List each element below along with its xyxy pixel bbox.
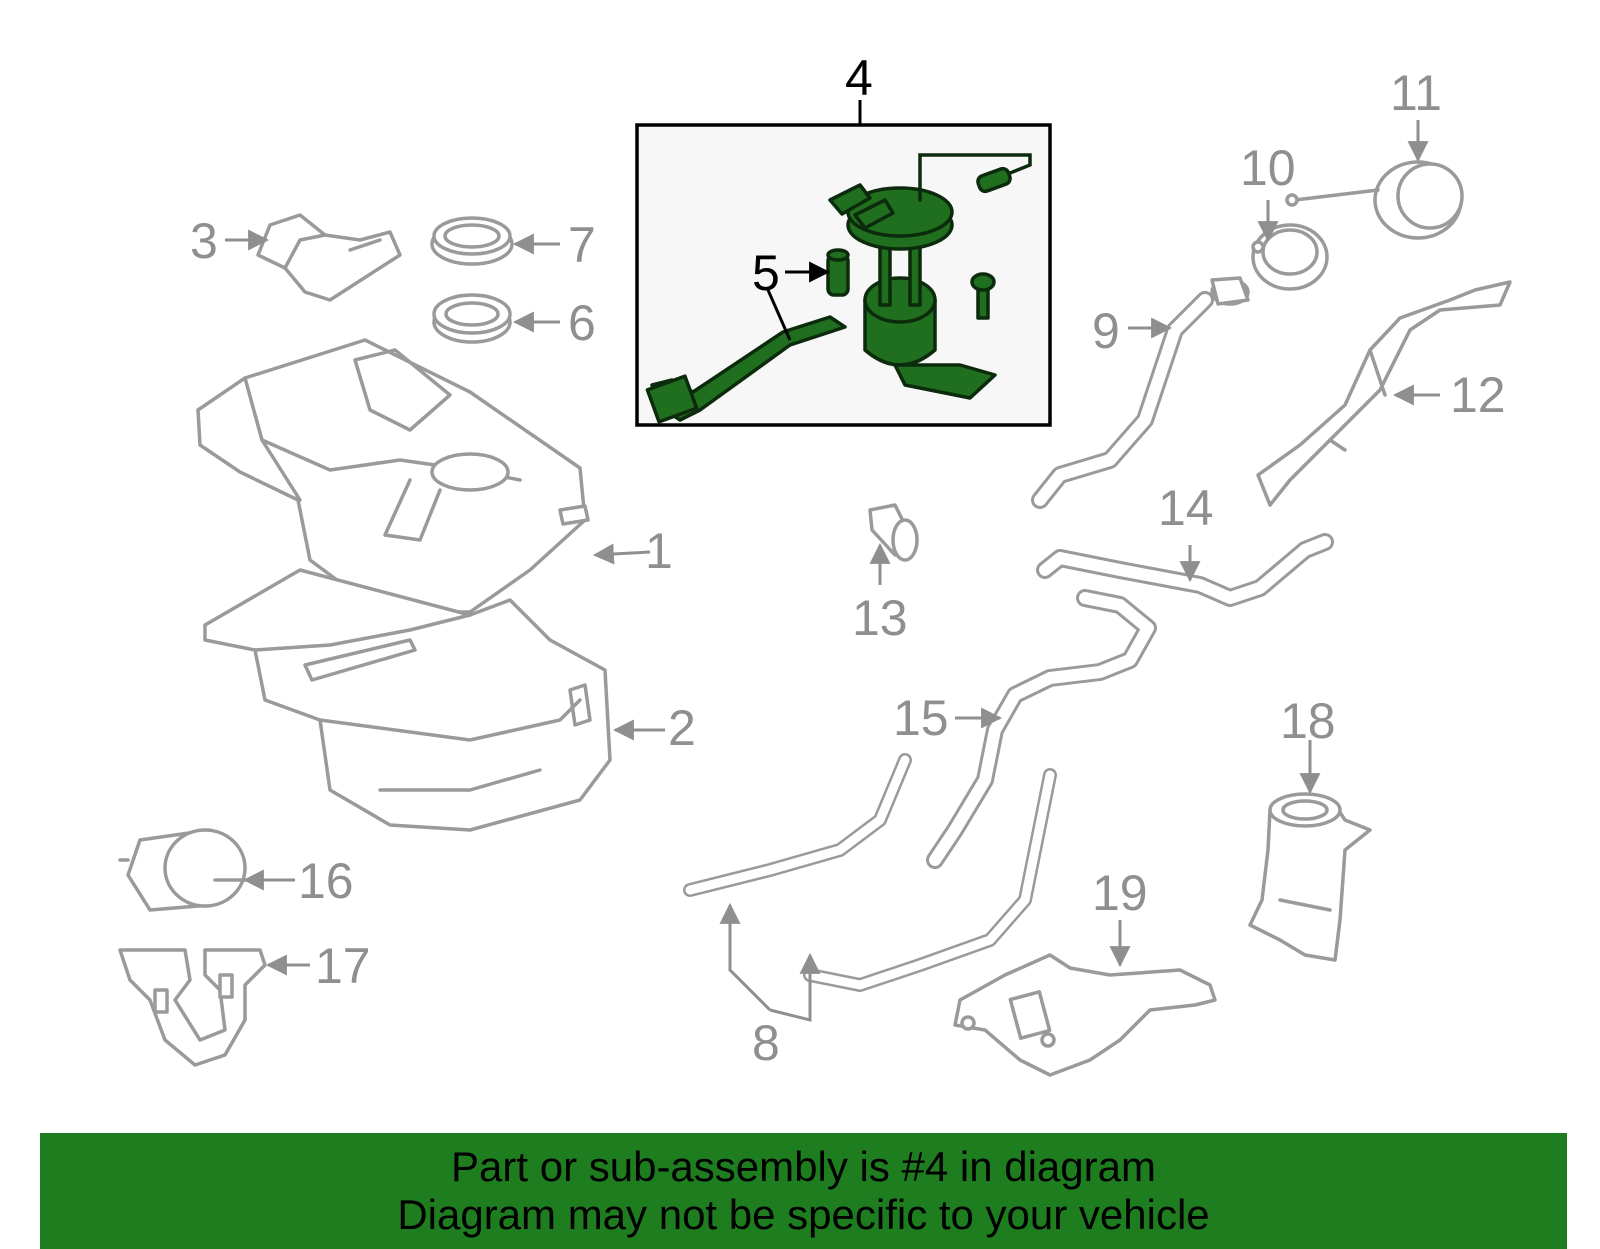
vent-hose-14[interactable] (1036, 533, 1334, 607)
gasket-6[interactable] (432, 293, 512, 344)
callout-14: 14 (1158, 480, 1214, 536)
callout-17: 17 (315, 938, 371, 994)
filler-neck-18[interactable] (1248, 792, 1372, 962)
fuel-tube-15[interactable] (926, 589, 1157, 869)
banner-line-2: Diagram may not be specific to your vehi… (397, 1191, 1210, 1238)
callout-15: 15 (893, 690, 949, 746)
filler-housing-10[interactable] (1251, 223, 1329, 291)
tank-straps-8[interactable] (683, 753, 1057, 992)
banner-line-1: Part or sub-assembly is #4 in diagram (451, 1143, 1156, 1190)
callout-11: 11 (1390, 65, 1442, 121)
callout-6: 6 (568, 295, 596, 351)
callout-18: 18 (1280, 693, 1336, 749)
shield-12[interactable] (1256, 280, 1512, 507)
callout-16: 16 (298, 853, 354, 909)
fuel-cap-11[interactable] (1285, 160, 1464, 240)
grommet-13[interactable] (868, 503, 919, 562)
filter-bracket-17[interactable] (118, 948, 267, 1067)
callout-8: 8 (752, 1015, 780, 1071)
lock-ring-7[interactable] (430, 216, 514, 266)
callout-3: 3 (190, 213, 218, 269)
bracket-3[interactable] (256, 213, 402, 302)
callout-5: 5 (752, 245, 780, 301)
callout-12: 12 (1450, 367, 1506, 423)
callout-9: 9 (1092, 303, 1120, 359)
fuel-tank[interactable] (196, 338, 590, 614)
callout-10: 10 (1240, 140, 1296, 196)
tank-shield[interactable] (203, 568, 612, 832)
callout-1: 1 (645, 523, 673, 579)
fuel-filter-16[interactable] (118, 828, 247, 912)
fuel-pump-assembly-box[interactable] (635, 123, 1052, 427)
callout-19: 19 (1092, 865, 1148, 921)
heat-shield-19[interactable] (953, 953, 1217, 1077)
callout-4: 4 (845, 50, 873, 106)
callout-2: 2 (668, 700, 696, 756)
callout-13: 13 (852, 590, 908, 646)
callout-7: 7 (568, 217, 596, 273)
disclaimer-banner: Part or sub-assembly is #4 in diagram Di… (40, 1133, 1567, 1249)
filler-pipe-9[interactable] (1031, 276, 1250, 509)
